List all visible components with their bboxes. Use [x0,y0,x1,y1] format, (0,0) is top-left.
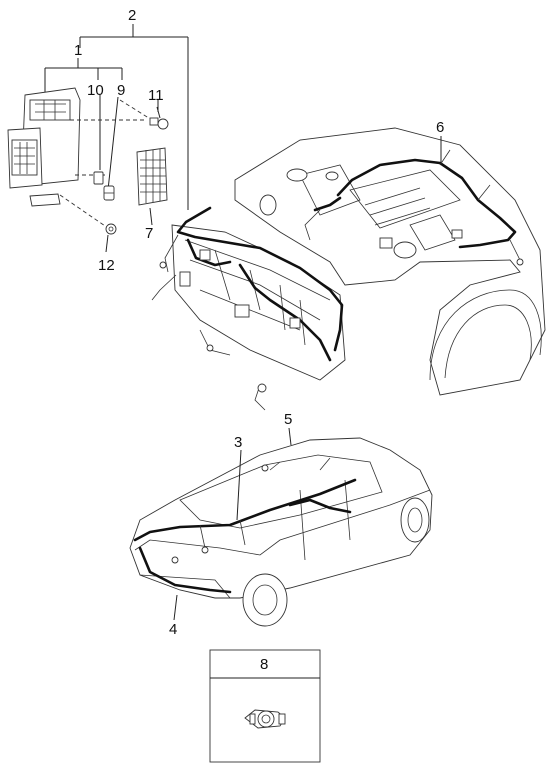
callout-tree-1-2 [44,24,189,210]
callout-3: 3 [234,434,242,451]
label-plate-part [136,147,168,226]
callout-leaders [157,100,442,162]
sedan-callout-leaders [173,427,292,621]
callout-labels: 1 2 3 4 5 6 7 8 9 10 11 12 [74,7,444,673]
callout-9: 9 [117,82,125,99]
engine-bay-part [234,127,546,396]
callout-11: 11 [148,87,164,104]
junction-box-part [7,87,145,229]
bolt-part [119,99,169,130]
fuse-clip-part [93,171,104,185]
callout-2: 2 [128,7,136,24]
grommet-clip-box [209,649,321,763]
callout-8: 8 [260,656,268,673]
callout-6: 6 [436,119,444,136]
sedan-body-part [129,437,433,627]
nut-part [105,223,117,253]
callout-12: 12 [98,257,115,274]
relay-bracket-part [103,185,115,201]
callout-7: 7 [145,225,153,242]
callout-1: 1 [74,42,82,59]
dash-wiring-harness-part [151,206,346,411]
callout-4: 4 [169,621,177,638]
callout-10: 10 [87,82,104,99]
callout-5: 5 [284,411,292,428]
